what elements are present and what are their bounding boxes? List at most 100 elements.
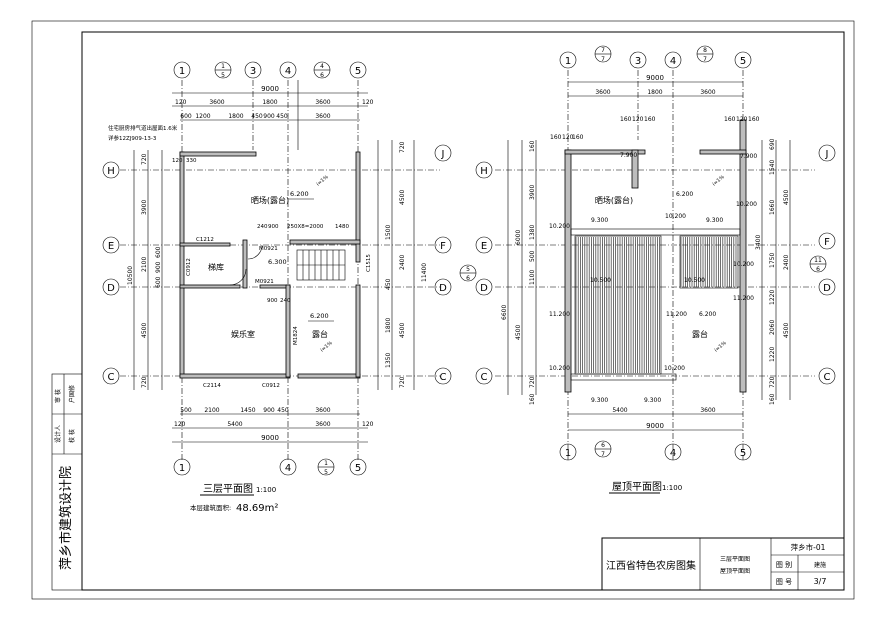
svg-text:5: 5 [740,448,746,459]
svg-text:1660: 1660 [769,200,776,215]
svg-text:6: 6 [601,442,605,449]
svg-text:1800: 1800 [262,99,277,106]
svg-text:1350: 1350 [385,353,392,368]
svg-text:120: 120 [562,134,574,141]
svg-text:1: 1 [324,460,328,467]
category-label: 图 别 [776,560,792,569]
svg-text:C: C [824,372,831,383]
svg-text:3600: 3600 [315,99,330,106]
svg-text:7: 7 [601,451,605,458]
svg-text:4: 4 [285,66,291,77]
svg-text:10.200: 10.200 [736,201,757,208]
top-dimensions: 9000 120 3600 1800 3600 120 600 1200 180… [172,85,374,121]
svg-text:1: 1 [221,63,225,70]
svg-text:5400: 5400 [612,407,627,414]
roof-bottom-axis-bubbles: 1 6 7 4 5 [559,440,752,461]
roof-plan-scale: 1:100 [662,484,682,492]
svg-text:160: 160 [724,116,736,123]
svg-text:2400: 2400 [783,255,790,270]
svg-text:720: 720 [141,376,148,388]
svg-text:160: 160 [572,134,584,141]
left-axis-bubbles: H E D C [102,161,120,385]
svg-text:11.200: 11.200 [733,295,754,302]
svg-text:11400: 11400 [421,263,428,282]
svg-text:9.300: 9.300 [591,217,608,224]
svg-text:6: 6 [816,266,820,273]
svg-text:720: 720 [399,141,406,153]
svg-text:720: 720 [399,376,406,388]
svg-text:E: E [108,241,114,252]
svg-text:11: 11 [814,257,822,264]
inner-frame [81,31,845,591]
svg-text:6: 6 [466,275,470,282]
svg-text:330: 330 [186,158,197,164]
svg-text:10.500: 10.500 [590,277,611,284]
drawing-code: 萍乡市-01 [791,542,826,552]
door-window-tags: C1212 C0912 M0921 M0921 C1515 C2114 C091… [186,237,372,389]
svg-text:450: 450 [251,113,263,120]
svg-text:F: F [440,241,446,252]
left-plan-title: 三层平面图 [203,483,253,495]
side-cell-1: 审 核 [54,389,62,403]
third-floor-plan: 1 1 5 3 4 4 6 5 9000 120 3600 1800 3600 … [102,61,452,514]
svg-text:900: 900 [155,261,162,273]
svg-text:1200: 1200 [195,113,210,120]
svg-text:2100: 2100 [204,407,219,414]
roof-right-dimensions: 690 1540 4500 1660 2400 1750 3400 1220 2… [755,138,791,405]
pitched-roof-hatch-right [680,237,737,287]
svg-text:4: 4 [320,63,324,70]
svg-text:2100: 2100 [141,257,148,272]
room-terrace-bottom: 露台 [312,329,328,339]
svg-text:1220: 1220 [769,347,776,362]
exhaust-note: 住宅厨房排气道出屋面1.6米 [108,124,178,132]
svg-text:7.900: 7.900 [740,153,757,160]
svg-text:C1515: C1515 [366,254,372,272]
svg-text:3900: 3900 [141,200,148,215]
svg-text:1500: 1500 [385,225,392,240]
svg-text:1: 1 [565,448,571,459]
svg-text:6.200: 6.200 [676,191,693,198]
svg-text:9000: 9000 [646,422,664,430]
svg-text:9.300: 9.300 [591,397,608,404]
svg-text:1800: 1800 [385,318,392,333]
svg-text:160: 160 [620,116,632,123]
svg-text:4500: 4500 [515,325,522,340]
svg-text:6.300: 6.300 [268,258,287,266]
svg-text:3600: 3600 [315,407,330,414]
side-cell-4: 校 核 [68,429,76,443]
svg-text:10.200: 10.200 [549,223,570,230]
exhaust-ref: 详参12ZJ909-13-3 [108,134,157,142]
svg-text:5: 5 [355,463,361,474]
svg-text:7: 7 [703,56,707,63]
svg-text:160: 160 [644,116,656,123]
svg-text:8: 8 [703,47,707,54]
svg-text:F: F [824,237,830,248]
svg-text:5: 5 [466,266,470,273]
svg-text:H: H [107,166,115,177]
svg-text:120: 120 [175,99,187,106]
svg-text:450: 450 [385,278,392,290]
svg-text:6600: 6600 [501,305,508,320]
elevation-labels: 6.200 6.300 6.200 [268,190,334,322]
room-stair: 梯库 [208,262,224,272]
svg-text:120: 120 [174,421,186,428]
svg-text:120: 120 [736,116,748,123]
svg-text:900: 900 [263,113,275,120]
svg-text:5: 5 [324,469,328,476]
roof-plan-title: 屋顶平面图 [612,481,662,493]
svg-text:1100: 1100 [529,270,536,285]
svg-text:1: 1 [179,66,185,77]
svg-text:1800: 1800 [228,113,243,120]
svg-text:10.500: 10.500 [684,277,705,284]
svg-text:11.200: 11.200 [549,311,570,318]
svg-text:4500: 4500 [399,323,406,338]
svg-text:6000: 6000 [515,230,522,245]
side-cell-2: 户国修 [68,385,76,403]
side-cell-3: 设计人 [54,425,62,443]
svg-text:H: H [480,166,488,177]
svg-text:120: 120 [362,421,374,428]
svg-text:i=1%: i=1% [315,174,329,187]
svg-text:9000: 9000 [646,74,664,82]
roof-left-axis-bubbles: H E 5 6 D C [459,161,493,385]
svg-text:120: 120 [362,99,374,106]
